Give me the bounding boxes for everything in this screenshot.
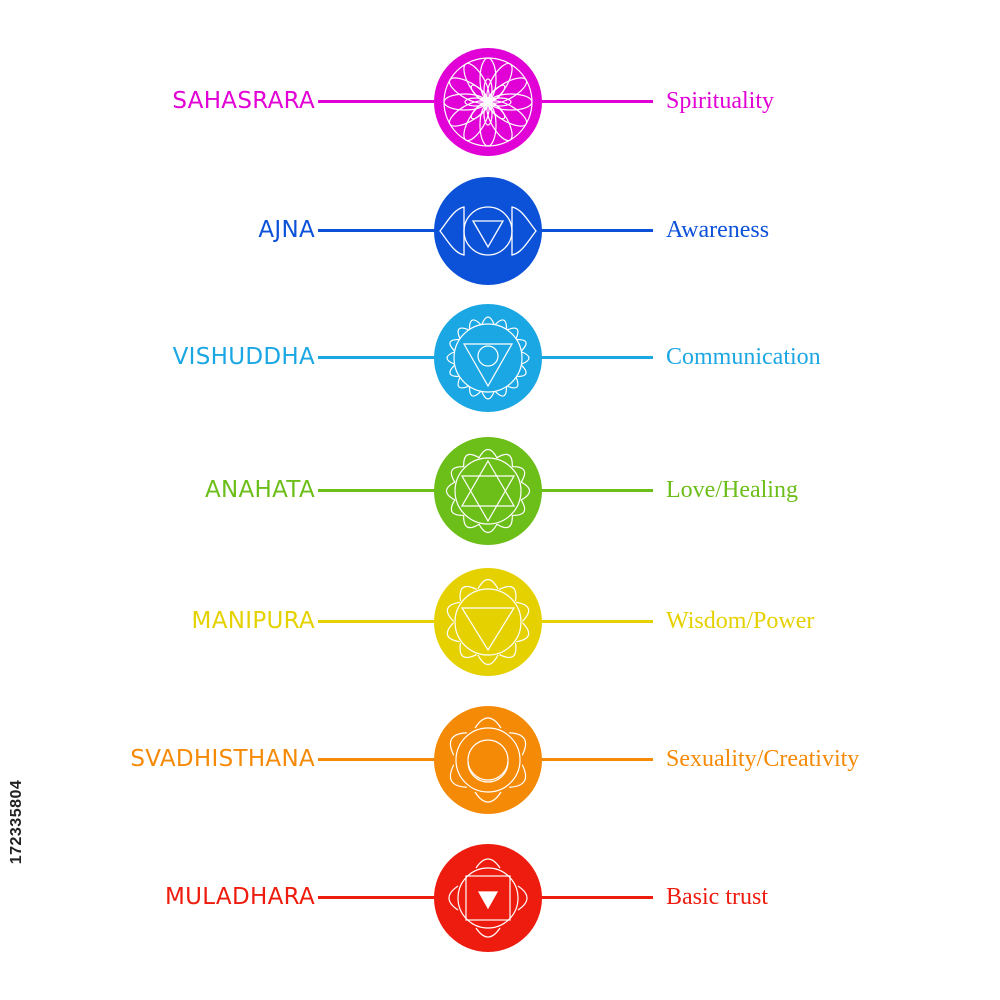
- chakra-meaning: Sexuality/Creativity: [666, 746, 860, 772]
- chakra-row-svadhisthana: SVADHISTHANA Sexuality/Creativity: [0, 705, 1000, 815]
- chakra-row-manipura: MANIPURA Wisdom/Power: [0, 567, 1000, 677]
- third-eye-icon: [433, 176, 543, 286]
- chakra-name: AJNA: [258, 217, 315, 243]
- heart-chakra-icon: [433, 436, 543, 546]
- chakra-name: SAHASRARA: [172, 88, 315, 114]
- stock-id-label: 172335804: [4, 763, 32, 893]
- chakra-meaning: Love/Healing: [666, 477, 798, 503]
- chakra-meaning: Basic trust: [666, 884, 768, 910]
- chakra-meaning: Wisdom/Power: [666, 608, 815, 634]
- chakra-row-anahata: ANAHATA Love/Healing: [0, 436, 1000, 546]
- root-chakra-icon: [433, 843, 543, 953]
- chakra-name: VISHUDDHA: [172, 344, 315, 370]
- chakra-row-sahasrara: SAHASRARA Spirituality: [0, 47, 1000, 157]
- chakra-meaning: Spirituality: [666, 88, 774, 114]
- chakra-name: MULADHARA: [165, 884, 315, 910]
- chakra-name: ANAHATA: [204, 477, 315, 503]
- chakra-row-ajna: AJNA Awareness: [0, 176, 1000, 286]
- solar-plexus-icon: [433, 567, 543, 677]
- chakra-meaning: Communication: [666, 344, 821, 370]
- throat-chakra-icon: [433, 303, 543, 413]
- lotus-icon: [433, 47, 543, 157]
- stock-id-text: 172335804: [8, 779, 25, 865]
- chakra-row-muladhara: MULADHARA Basic trust: [0, 843, 1000, 953]
- sacral-chakra-icon: [433, 705, 543, 815]
- chakra-name: MANIPURA: [191, 608, 315, 634]
- chakra-name: SVADHISTHANA: [130, 746, 315, 772]
- chakra-meaning: Awareness: [666, 217, 770, 243]
- chakra-row-vishuddha: VISHUDDHA Communication: [0, 303, 1000, 413]
